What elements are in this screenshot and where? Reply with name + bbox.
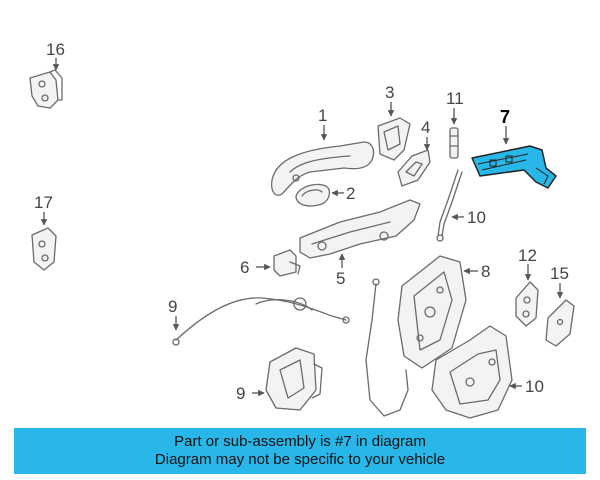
part-3-cap[interactable]	[377, 117, 411, 161]
callout-2[interactable]: 2	[346, 184, 355, 203]
part-17-bracket[interactable]	[31, 227, 57, 271]
part-1-outside-handle[interactable]	[270, 141, 375, 196]
callout-7[interactable]: 7	[500, 107, 510, 127]
callout-12[interactable]: 10	[467, 208, 486, 227]
callout-16[interactable]: 16	[46, 40, 65, 59]
callout-15[interactable]: 15	[550, 264, 569, 283]
parts-diagram: 16 17 1 2 3 4 11	[29, 40, 575, 419]
callout-6[interactable]: 6	[240, 258, 249, 277]
banner-line-2: Diagram may not be specific to your vehi…	[154, 451, 446, 468]
callout-14[interactable]: 12	[518, 246, 537, 265]
part-5-frame[interactable]	[299, 199, 421, 259]
part-2-bezel[interactable]	[295, 183, 331, 207]
part-7-handle-carrier[interactable]	[471, 145, 557, 189]
callout-13[interactable]: 11	[446, 89, 464, 108]
part-15-plate[interactable]	[545, 299, 575, 347]
cable-assembly[interactable]	[365, 283, 409, 417]
part-8-latch[interactable]	[397, 255, 467, 369]
banner-line-1: Part or sub-assembly is #7 in diagram	[174, 433, 426, 450]
callout-9-text[interactable]: 9	[236, 384, 245, 403]
part-14-bracket[interactable]	[515, 281, 539, 327]
callout-8[interactable]: 8	[481, 262, 490, 281]
part-6-clip[interactable]	[273, 249, 301, 277]
callout-3[interactable]: 3	[385, 83, 394, 102]
part-11-cable[interactable]	[172, 297, 350, 346]
part-9-inside-handle[interactable]	[265, 347, 323, 411]
callout-11[interactable]: 9	[168, 297, 177, 316]
part-12-rod[interactable]	[436, 169, 463, 242]
part-4-gasket[interactable]	[397, 149, 431, 187]
callout-4[interactable]: 4	[421, 118, 430, 137]
callout-10-text[interactable]: 10	[525, 377, 544, 396]
callout-5[interactable]: 5	[336, 269, 345, 288]
part-16-hinge[interactable]	[29, 69, 63, 109]
callout-17[interactable]: 17	[34, 193, 53, 212]
part-13-rod[interactable]	[449, 127, 459, 159]
info-banner: Part or sub-assembly is #7 in diagram Di…	[14, 428, 586, 474]
part-10-cover[interactable]	[431, 325, 513, 419]
callout-1[interactable]: 1	[318, 106, 327, 125]
